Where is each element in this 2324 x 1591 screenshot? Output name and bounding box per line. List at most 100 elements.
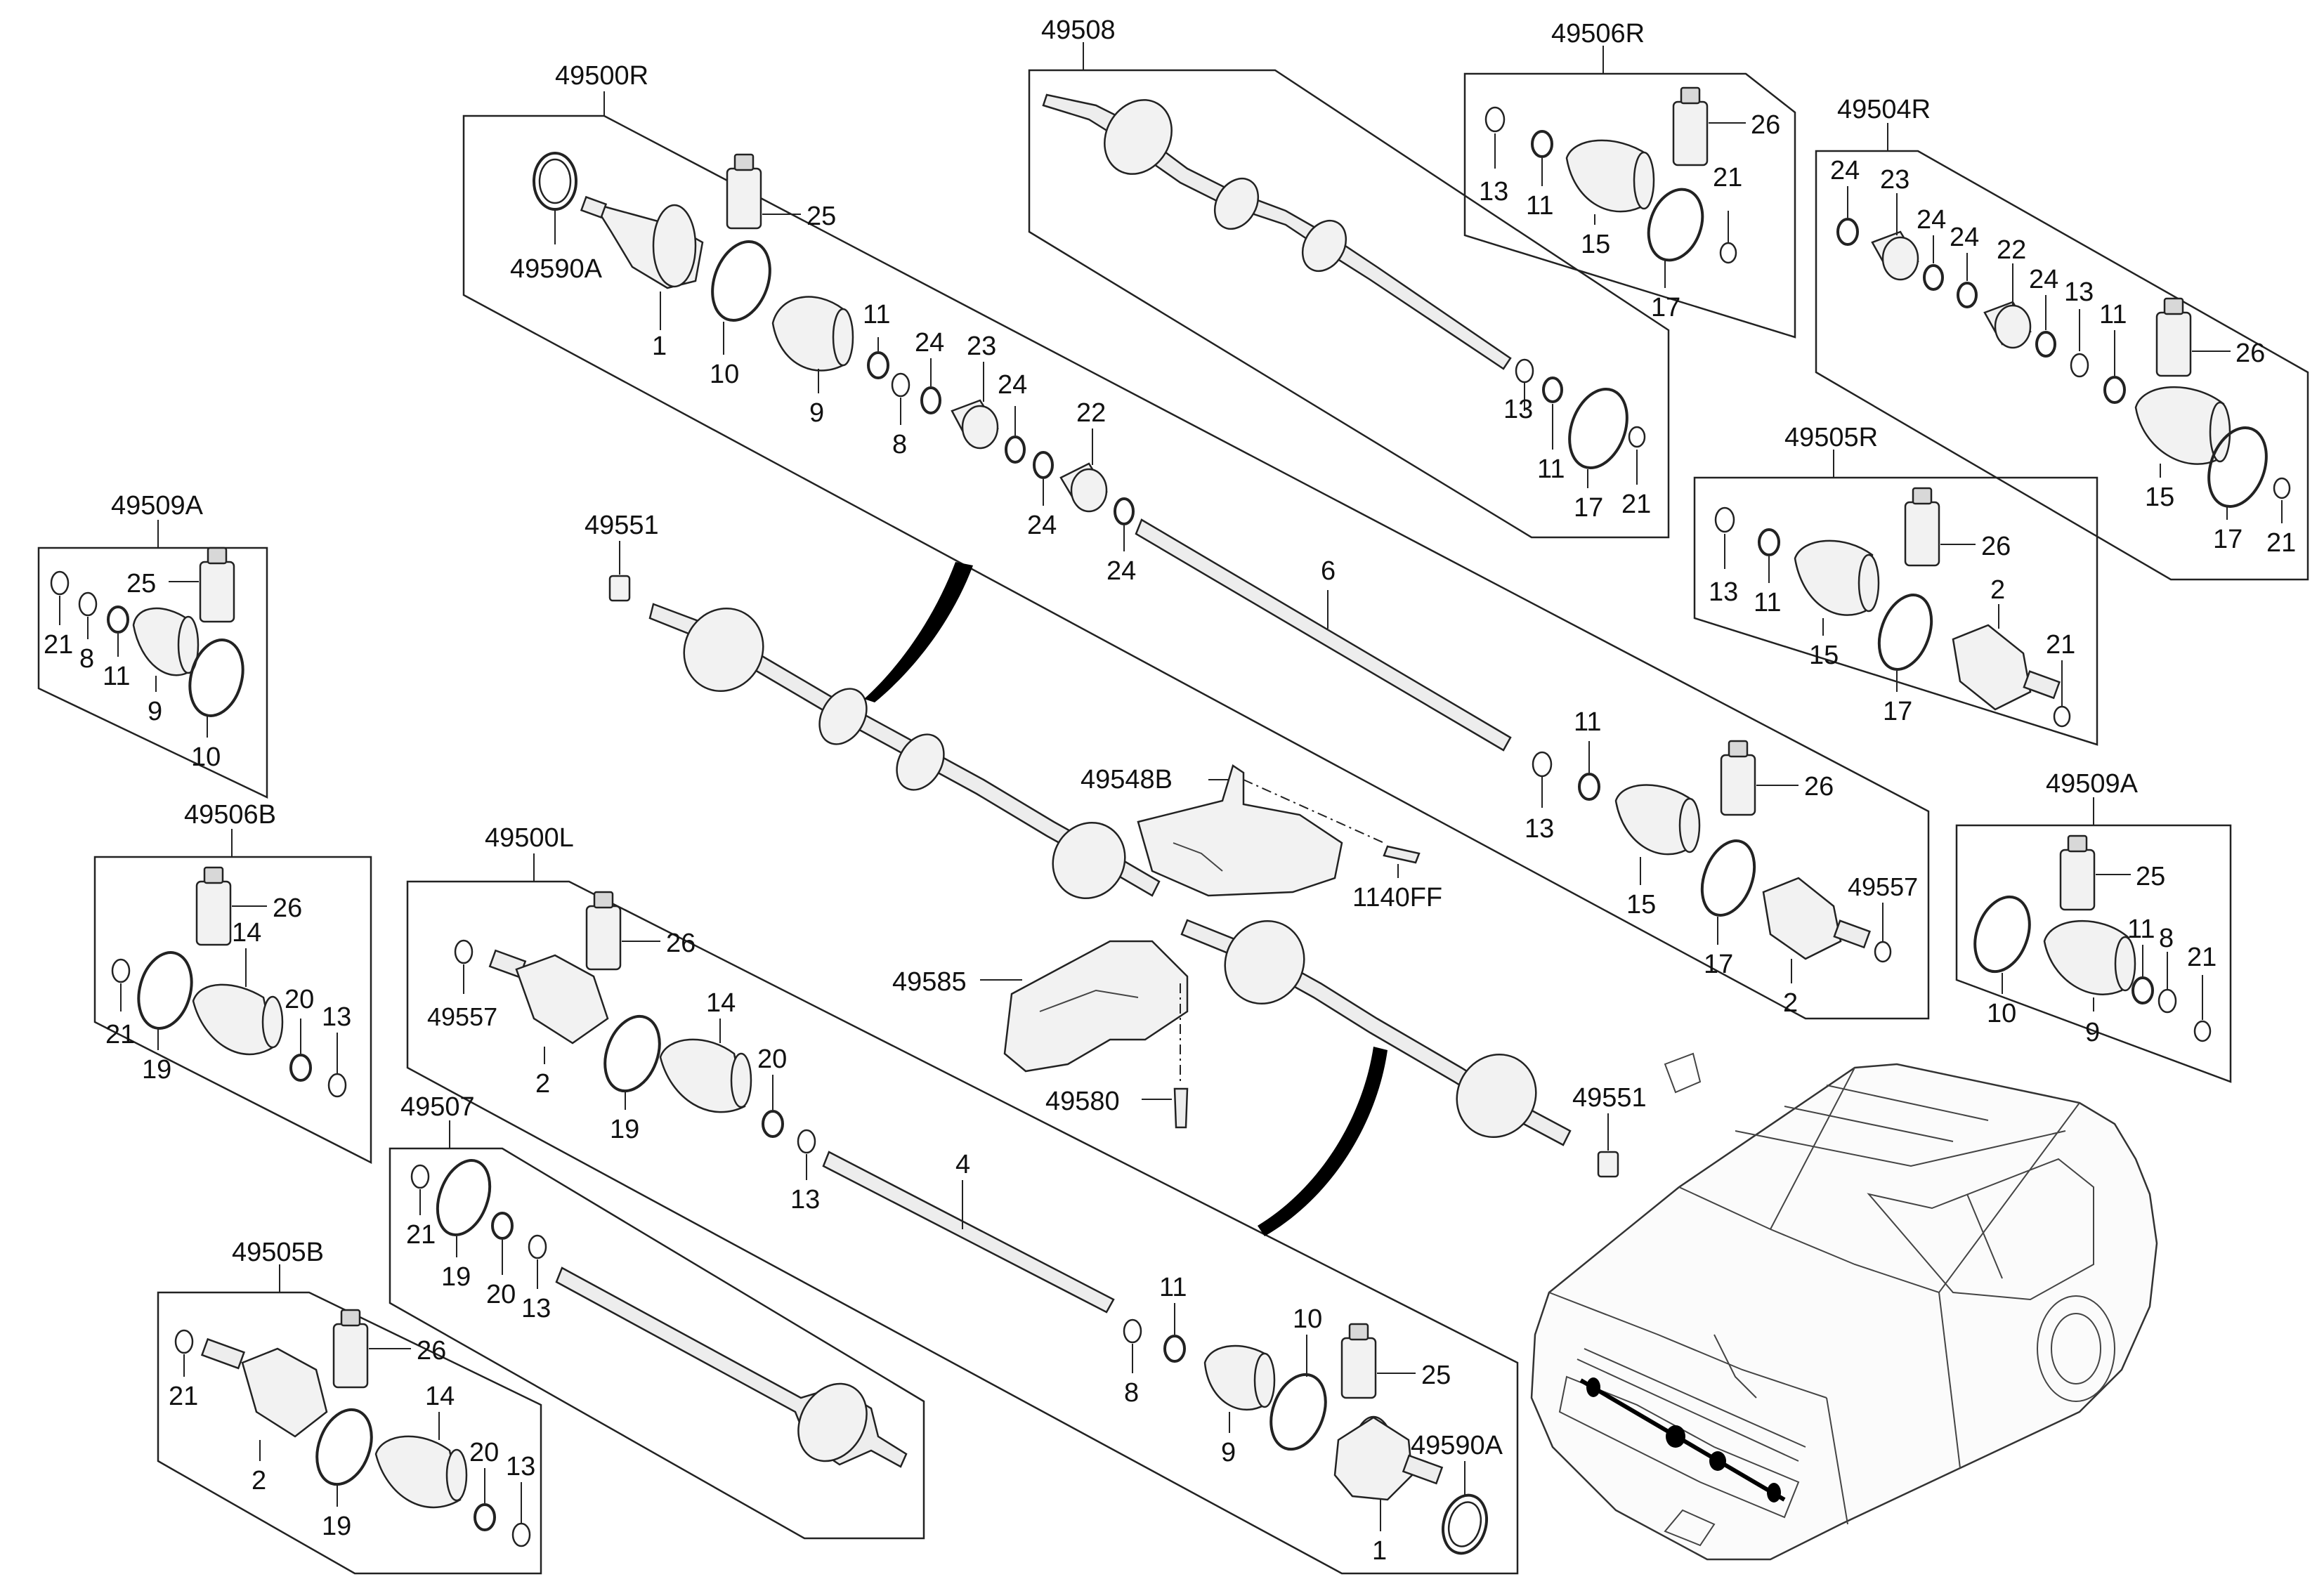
callout-1-bottom: 1: [1372, 1536, 1387, 1566]
callout-13-g: 13: [790, 1185, 820, 1214]
callout-23-b: 23: [1880, 165, 1910, 195]
part-49551-top-label: 49551: [585, 511, 659, 540]
callout-8-d: 8: [1124, 1378, 1139, 1408]
group-49506r-label: 49506R: [1551, 19, 1645, 48]
group-49507-frame: [389, 1147, 925, 1540]
callout-21-c: 21: [2266, 528, 2296, 558]
callout-17-d: 17: [2213, 525, 2243, 554]
callout-24-e: 24: [1830, 156, 1860, 185]
callout-15-c: 15: [2145, 483, 2174, 512]
group-49508: 49508 13 11 17 21: [1028, 15, 1670, 539]
callout-19-c: 19: [441, 1262, 471, 1292]
callout-10-top: 10: [710, 360, 739, 389]
group-49507-label: 49507: [400, 1092, 475, 1122]
callout-6: 6: [1321, 556, 1336, 586]
callout-10-c: 10: [191, 742, 221, 772]
callout-13-h: 13: [521, 1294, 551, 1323]
group-49505r: 49505R 13 11 15 26 17 2 21: [1693, 423, 2098, 746]
callout-20-d: 20: [469, 1438, 499, 1467]
callout-24-a: 24: [915, 328, 944, 358]
part-49580-label: 49580: [1045, 1087, 1120, 1116]
callout-13-b: 13: [1503, 395, 1533, 424]
callout-25-top: 25: [807, 202, 836, 231]
connector-mark-top: [864, 562, 973, 702]
callout-20-a: 20: [285, 985, 314, 1014]
callout-24-c: 24: [1027, 511, 1057, 540]
group-49504r-frame: [1815, 150, 2309, 581]
group-49500l: 49500L 49557 2 26 19 14 20 13 4 8 11: [406, 823, 1519, 1575]
group-49505r-label: 49505R: [1784, 423, 1878, 452]
callout-11-c: 11: [1537, 454, 1565, 484]
group-49500l-label: 49500L: [485, 823, 574, 853]
callout-19-a: 19: [142, 1055, 171, 1085]
callout-2-b: 2: [1990, 575, 2005, 605]
group-49506b: 49506B 21 19 14 26 20 13: [93, 800, 372, 1165]
part-49557-left-label: 49557: [427, 1002, 497, 1031]
callout-4: 4: [955, 1150, 970, 1179]
callout-24-g: 24: [1950, 223, 1979, 252]
callout-26-e: 26: [273, 893, 302, 923]
callout-15-b: 15: [1581, 230, 1610, 259]
part-49585-label: 49585: [892, 967, 967, 997]
callout-11-b: 11: [1574, 707, 1601, 737]
callout-15-a: 15: [1626, 890, 1656, 919]
callout-26-b: 26: [1751, 110, 1780, 140]
callout-21-i: 21: [169, 1382, 198, 1411]
group-49508-frame: [1028, 69, 1670, 539]
part-49590a-bottom-label: 49590A: [1411, 1431, 1503, 1460]
callout-25-b: 25: [2136, 862, 2165, 891]
group-49505b: 49505B 21 2 26 19 14 20 13: [157, 1238, 542, 1575]
callout-21-b: 21: [1713, 163, 1742, 192]
callout-21-g: 21: [105, 1020, 135, 1049]
callout-9-top: 9: [809, 398, 824, 428]
group-49505b-frame: [157, 1291, 542, 1575]
callout-13-i: 13: [506, 1452, 535, 1481]
callout-8-c: 8: [79, 644, 94, 674]
callout-14-c: 14: [425, 1382, 455, 1411]
heat-shields: 49548B 1140FF 49585 49580: [892, 764, 1442, 1129]
callout-10-b: 10: [1987, 999, 2016, 1028]
callout-24-h: 24: [2029, 265, 2058, 294]
callout-24-d: 24: [1106, 556, 1136, 586]
callout-17-e: 17: [1883, 697, 1912, 726]
part-49551-bottom-label: 49551: [1572, 1083, 1647, 1113]
callout-14-a: 14: [232, 918, 261, 948]
callout-26-f: 26: [666, 929, 696, 958]
part-49590a-top-label: 49590A: [510, 254, 603, 284]
callout-9-d: 9: [1221, 1438, 1236, 1467]
callout-17-a: 17: [1704, 950, 1733, 979]
group-49506b-frame: [93, 856, 372, 1165]
callout-21-a: 21: [1621, 490, 1651, 519]
callout-11-i: 11: [1159, 1273, 1187, 1302]
callout-23-top: 23: [967, 332, 996, 361]
callout-14-b: 14: [706, 988, 736, 1018]
group-49504r: 49504R 24 23 24 24 22 24 13 11 15 26: [1815, 95, 2309, 581]
callout-13-e: 13: [1709, 577, 1738, 607]
callout-19-b: 19: [610, 1115, 639, 1144]
group-49504r-label: 49504R: [1837, 95, 1931, 124]
callout-13-c: 13: [1479, 177, 1508, 207]
callout-25-d: 25: [1421, 1361, 1451, 1390]
callout-21-h: 21: [406, 1220, 436, 1250]
callout-26-d: 26: [1981, 532, 2011, 561]
group-49500r-label: 49500R: [555, 61, 648, 91]
callout-19-d: 19: [322, 1512, 351, 1541]
group-49505b-label: 49505B: [232, 1238, 324, 1267]
part-49557-right-label: 49557: [1848, 872, 1918, 901]
callout-11-d: 11: [1526, 191, 1553, 221]
callout-2-c: 2: [535, 1069, 550, 1099]
callout-17-b: 17: [1574, 493, 1603, 523]
callout-11-f: 11: [1754, 588, 1781, 617]
callout-21-e: 21: [2187, 943, 2217, 972]
group-49505r-frame: [1693, 476, 2098, 746]
callout-24-b: 24: [998, 370, 1027, 400]
callout-9-b: 9: [2085, 1018, 2100, 1047]
callout-8-top: 8: [892, 430, 907, 459]
callout-11-top: 11: [863, 300, 890, 329]
group-49509a-right-label: 49509A: [2046, 769, 2139, 799]
callout-13-d: 13: [2064, 277, 2094, 307]
callout-26-a: 26: [1804, 772, 1834, 801]
callout-17-c: 17: [1651, 293, 1680, 322]
